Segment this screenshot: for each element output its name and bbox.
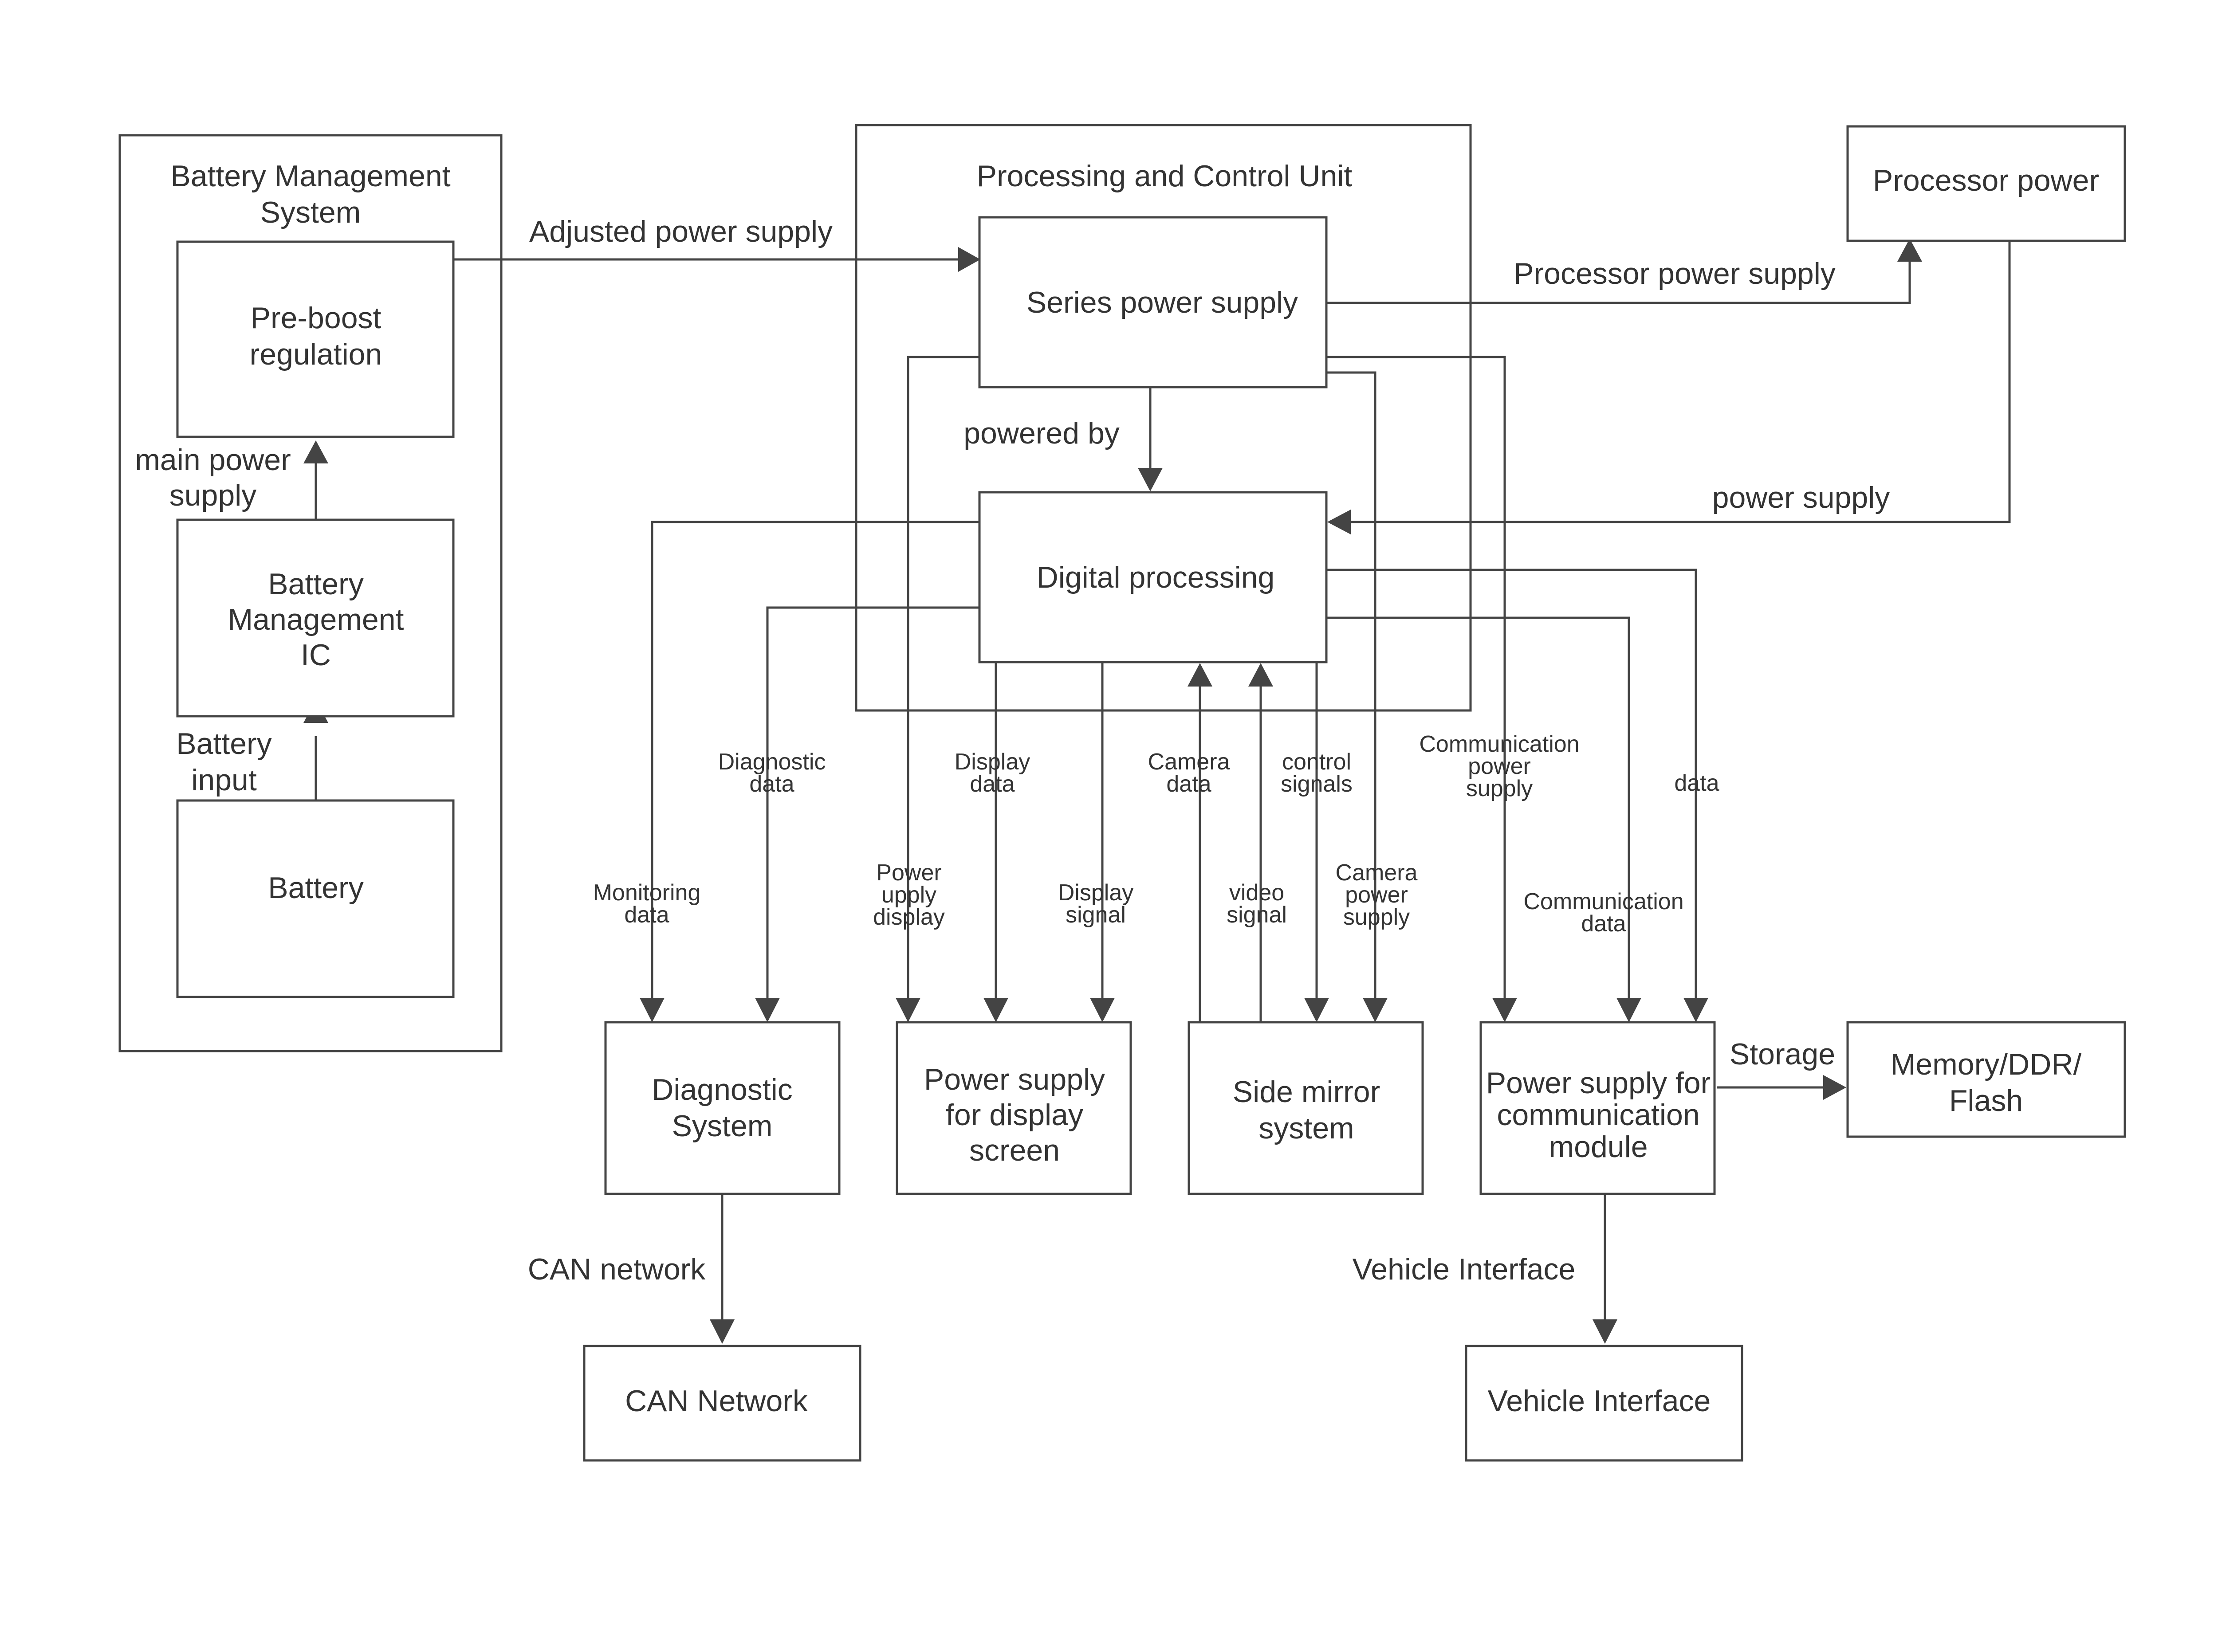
vehicle-interface-block <box>1465 1345 1743 1462</box>
wire-procpower-to-digital <box>1351 242 2011 523</box>
arrowhead <box>1188 663 1212 687</box>
battery-block <box>176 799 455 998</box>
arrowhead <box>1327 510 1351 534</box>
arrowhead <box>1090 998 1115 1022</box>
wire-diag-data <box>766 606 979 998</box>
arrowhead <box>1823 1075 1846 1100</box>
arrowhead <box>1138 468 1163 491</box>
wire-monitoring <box>651 521 979 998</box>
arrowhead <box>1492 998 1517 1022</box>
memory-label: Memory/DDR/Flash <box>1891 1048 2082 1118</box>
processor-supply-label: Processor power supply <box>1514 257 1836 290</box>
arrowhead <box>1683 998 1708 1022</box>
can-network-label: CAN Network <box>625 1384 808 1418</box>
arrowhead <box>1616 998 1641 1022</box>
battery-management-ic-block <box>176 518 455 718</box>
wire-series-to-procpower <box>1326 257 1911 304</box>
arrowhead <box>755 998 780 1022</box>
preboost-block <box>176 240 455 438</box>
memory-block <box>1846 1021 2126 1138</box>
processor-power-block <box>1846 125 2126 242</box>
arrowhead <box>710 1319 735 1344</box>
wire-data <box>1326 569 1697 998</box>
side-mirror-block <box>1188 1021 1424 1195</box>
data-label: data <box>1674 770 1719 796</box>
arrowhead <box>303 440 328 463</box>
arrowhead <box>1593 1319 1617 1344</box>
wire-camera-power <box>1326 371 1376 998</box>
diagnostic-system-block <box>604 1021 841 1195</box>
digital-processing-block <box>978 491 1328 663</box>
arrowhead <box>983 998 1008 1022</box>
connections <box>315 242 2011 1319</box>
blocks <box>176 125 2126 1462</box>
wire-power-display <box>907 356 979 998</box>
comm-power-block <box>1479 1021 1716 1195</box>
arrowhead <box>1363 998 1388 1022</box>
can-network-wire-label: CAN network <box>528 1252 706 1286</box>
adjusted-power-label: Adjusted power supply <box>529 215 833 248</box>
series-power-supply-label: Series power supply <box>1026 286 1298 319</box>
digital-processing-label: Digital processing <box>1037 561 1275 594</box>
pcu-group-frame <box>855 124 1472 712</box>
arrowhead <box>1897 239 1922 262</box>
arrowhead <box>896 998 920 1022</box>
pcu-group-title: Processing and Control Unit <box>977 159 1353 193</box>
arrowhead <box>640 998 665 1022</box>
arrowhead <box>1304 998 1329 1022</box>
powered-by-label: powered by <box>963 416 1120 450</box>
wire-comm-power <box>1326 356 1506 998</box>
arrowhead <box>958 247 980 272</box>
vehicle-interface-wire-label: Vehicle Interface <box>1353 1252 1576 1286</box>
bms-group-frame <box>118 134 503 1052</box>
vehicle-interface-label: Vehicle Interface <box>1488 1384 1711 1418</box>
arrowhead <box>1248 663 1273 687</box>
battery-label: Battery <box>268 871 363 905</box>
wire-comm-data <box>1326 616 1630 998</box>
power-supply-label: power supply <box>1712 481 1890 514</box>
storage-label: Storage <box>1730 1037 1835 1071</box>
can-network-block <box>583 1345 861 1462</box>
display-power-block <box>896 1021 1132 1195</box>
processor-power-label: Processor power <box>1873 164 2099 197</box>
series-power-supply-block <box>978 216 1328 388</box>
